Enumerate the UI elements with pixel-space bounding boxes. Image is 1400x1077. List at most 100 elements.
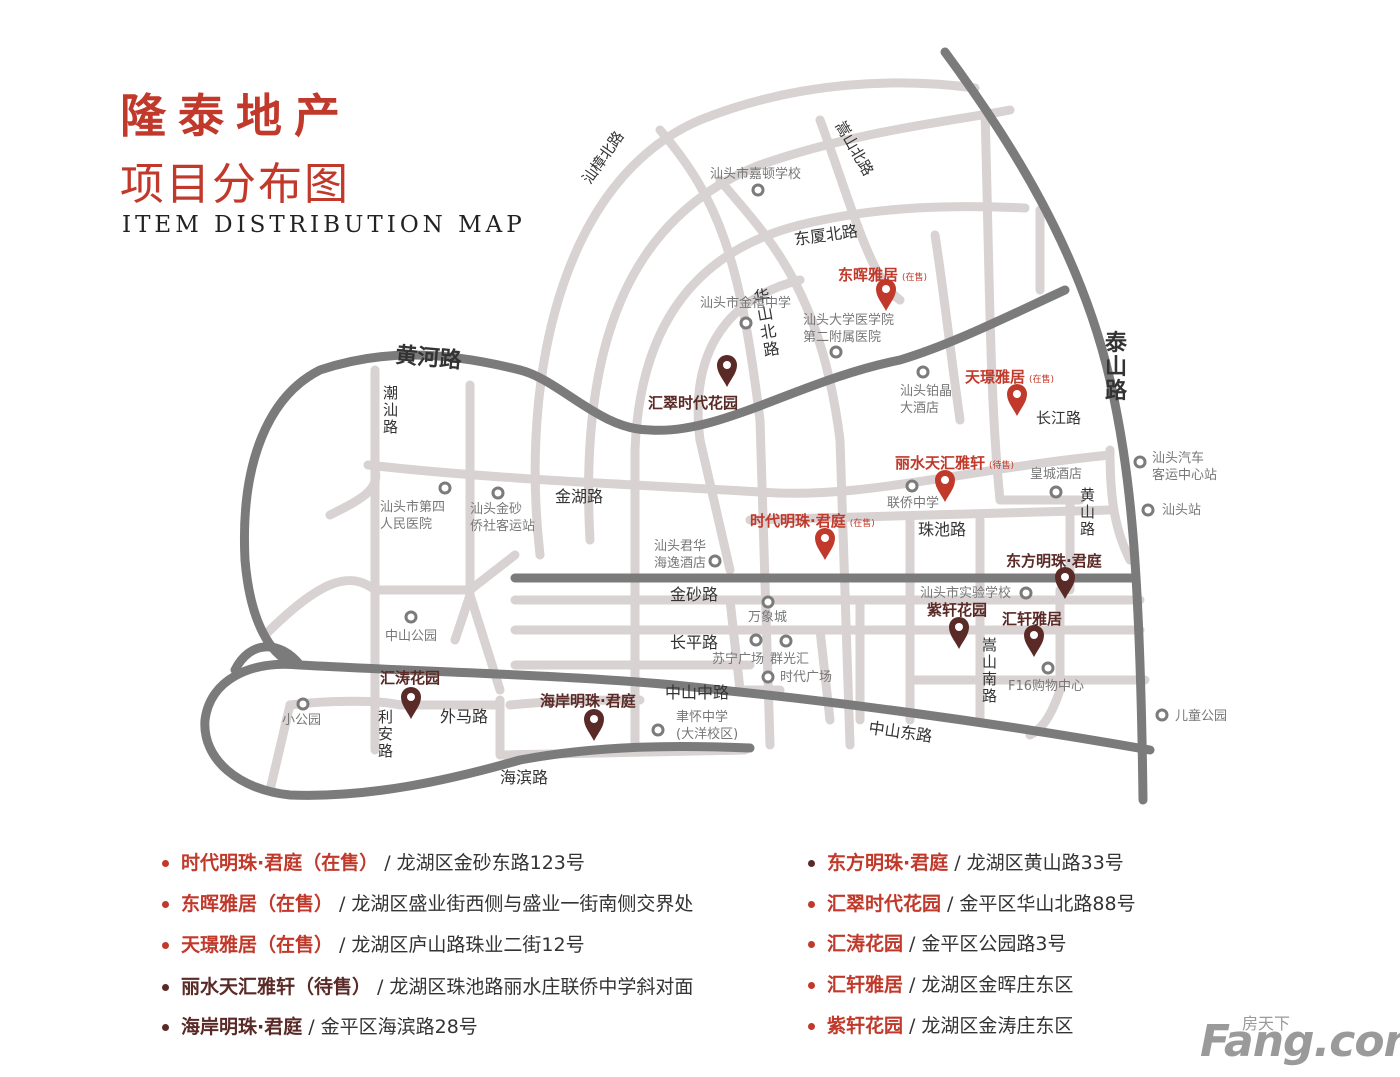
legend-row: 汇翠时代花园/金平区华山北路88号 <box>808 889 1136 916</box>
minor-road <box>505 695 645 710</box>
road-label-waima: 外马路 <box>440 707 488 726</box>
project-pin-zixuan[interactable] <box>949 617 969 649</box>
minor-road <box>725 595 745 695</box>
road-label-jinsha: 金砂路 <box>670 585 718 604</box>
title-cn-sub: 项目分布图 <box>120 159 350 210</box>
project-pin-huixuan[interactable] <box>1024 625 1044 657</box>
project-label-huicui: 汇翠时代花园 <box>648 394 738 412</box>
minor-road <box>715 175 855 750</box>
legend-project-name: 东方明珠·君庭 <box>827 852 949 874</box>
project-label-haian: 海岸明珠·君庭 <box>540 692 637 710</box>
poi-label-qunguang: 群光汇 <box>770 652 809 667</box>
poi-marker-huangcheng <box>1049 485 1063 499</box>
road-label-taishan: 泰山路 <box>1104 331 1128 404</box>
legend-address: 龙湖区金涛庄东区 <box>921 1015 1074 1037</box>
legend-row: 汇涛花园/金平区公园路3号 <box>808 929 1067 956</box>
legend-separator: / <box>339 934 346 956</box>
poi-label-qiche_zhan: 汕头汽车客运中心站 <box>1152 450 1217 483</box>
poi-marker-xiaogongyuan <box>296 697 310 711</box>
project-pin-haian[interactable] <box>584 709 604 741</box>
legend-address: 龙湖区珠池路丽水庄联侨中学斜对面 <box>389 976 694 998</box>
road-label-lian: 利安路 <box>378 708 393 760</box>
project-layer: 东晖雅居(在售)天璟雅居(在售)丽水天汇雅轩(待售)时代明珠·君庭(在售)汇翠时… <box>380 266 1103 741</box>
road-label-huanghe: 黄河路 <box>394 342 463 374</box>
project-label-huixuan: 汇轩雅居 <box>1002 610 1062 628</box>
minor-road <box>260 576 380 640</box>
main-road <box>230 642 305 675</box>
legend-separator: / <box>909 933 916 955</box>
legend-bullet <box>808 1023 815 1030</box>
poi-label-zhongshan_gongyuan: 中山公园 <box>385 629 437 644</box>
project-pin-shidai[interactable] <box>815 528 835 560</box>
poi-label-daxue_yiyuan: 汕头大学医学院第二附属医院 <box>803 312 894 345</box>
legend-project-name: 汇翠时代花园 <box>827 893 942 915</box>
project-label-huitao: 汇涛花园 <box>380 669 440 687</box>
poi-label-shidai_guangchang: 时代广场 <box>780 670 832 685</box>
minor-road <box>1105 445 1135 565</box>
minor-road <box>655 125 775 750</box>
legend-bullet <box>162 860 169 867</box>
road-label-haibin: 海滨路 <box>500 768 548 787</box>
legend-address: 金平区华山北路88号 <box>959 893 1136 915</box>
poi-label-ertong: 儿童公园 <box>1175 708 1227 724</box>
poi-marker-qunguang <box>779 634 793 648</box>
project-pin-lishui[interactable] <box>935 470 955 502</box>
legend-separator: / <box>377 976 384 998</box>
poi-marker-ertong <box>1155 708 1169 722</box>
poi-marker-shiyan <box>1019 586 1033 600</box>
road-label-huashan_bei: 华山北路 <box>752 285 780 360</box>
poi-label-jinzhu: 汕头市金禧中学 <box>700 295 791 311</box>
road-labels: 黄河路泰山路汕樟北路嵩山北路东厦北路华山北路潮汕路金湖路长江路黄山路珠池路金砂路… <box>378 118 1128 787</box>
poi-label-jinsha_keyun: 汕头金砂侨社客运站 <box>470 501 535 534</box>
poi-label-bojing: 汕头铂晶大酒店 <box>900 383 952 416</box>
project-pin-dongfang[interactable] <box>1055 567 1075 599</box>
project-pin-huicui[interactable] <box>717 355 737 387</box>
legend-address: 龙湖区盛业街西侧与盛业一街南侧交界处 <box>351 893 694 915</box>
watermark-small: 房天下 <box>1242 1014 1291 1033</box>
minor-road <box>745 505 1115 525</box>
road-label-zhongshan_dong: 中山东路 <box>867 718 933 746</box>
legend-project-name: 东晖雅居（在售） <box>181 893 334 915</box>
legend-address: 龙湖区庐山路珠业二街12号 <box>351 934 585 956</box>
legend-row: 紫轩花园/龙湖区金涛庄东区 <box>808 1011 1073 1038</box>
poi-marker-shidai_guangchang <box>761 670 775 684</box>
poi-marker-lianqiao <box>905 479 919 493</box>
minor-road <box>363 450 1115 498</box>
poi-label-junhua: 汕头君华海逸酒店 <box>654 539 706 571</box>
poi-marker-bojing <box>916 365 930 379</box>
poi-marker-daxue_yiyuan <box>829 345 843 359</box>
legend-row: 海岸明珠·君庭/金平区海滨路28号 <box>162 1012 478 1039</box>
legend-project-name: 紫轩花园 <box>827 1015 904 1037</box>
legend-project-name: 海岸明珠·君庭 <box>181 1016 303 1038</box>
poi-label-shantou_zhan: 汕头站 <box>1162 503 1201 518</box>
poi-label-lvhuai: 聿怀中学(大洋校区) <box>676 709 738 742</box>
legend-row: 天璟雅居（在售）/龙湖区庐山路珠业二街12号 <box>162 930 585 957</box>
project-pin-huitao[interactable] <box>401 687 421 719</box>
poi-layer: 汕头市嘉顿学校汕头市金禧中学汕头大学医学院第二附属医院汕头铂晶大酒店汕头汽车客运… <box>282 166 1227 742</box>
legend-bullet <box>808 901 815 908</box>
project-pin-donghui[interactable] <box>876 279 896 311</box>
legend-separator: / <box>909 1015 916 1037</box>
main-roads <box>200 47 1155 805</box>
poi-marker-wanxiang <box>761 595 775 609</box>
legend-project-name: 时代明珠·君庭（在售） <box>181 852 379 874</box>
legend-project-name: 汇涛花园 <box>827 933 904 955</box>
legend-bullet <box>162 984 169 991</box>
legend-address: 龙湖区金晖庄东区 <box>921 974 1074 996</box>
poi-label-lianqiao: 联侨中学 <box>887 495 939 511</box>
poi-marker-shantou_zhan <box>1141 503 1155 517</box>
poi-marker-qiche_zhan <box>1133 455 1147 469</box>
poi-marker-junhua <box>708 554 722 568</box>
minor-road <box>285 696 505 710</box>
project-label-lishui: 丽水天汇雅轩(待售) <box>895 454 1014 472</box>
poi-label-disi_yiyuan: 汕头市第四人民医院 <box>380 499 445 532</box>
minor-road <box>530 78 980 560</box>
legend-separator: / <box>384 852 391 874</box>
poi-label-huangcheng: 皇城酒店 <box>1030 467 1082 482</box>
road-label-zhongshan_zhong: 中山中路 <box>665 683 729 702</box>
legend-address: 金平区海滨路28号 <box>320 1016 478 1038</box>
poi-marker-zhongshan_gongyuan <box>404 610 418 624</box>
project-pin-tianjing[interactable] <box>1007 384 1027 416</box>
minor-road <box>693 275 805 445</box>
legend-row: 东方明珠·君庭/龙湖区黄山路33号 <box>808 848 1124 875</box>
